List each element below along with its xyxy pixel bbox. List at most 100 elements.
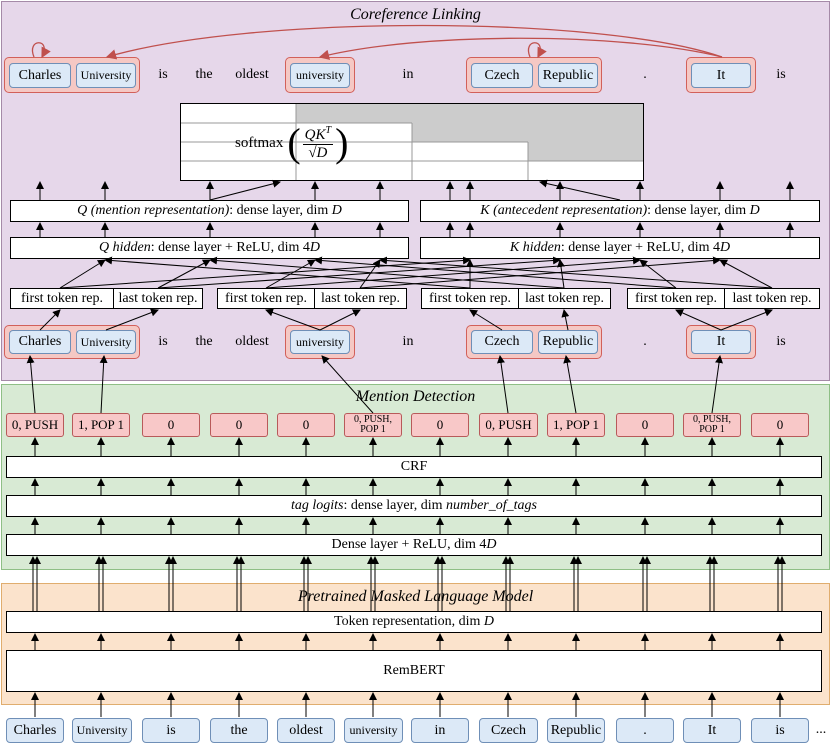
- arrow: [539, 179, 621, 201]
- input-token: in: [411, 718, 469, 743]
- token-chip: University: [76, 63, 136, 88]
- input-token: Republic: [547, 718, 605, 743]
- mention-detection-title: Mention Detection: [355, 388, 476, 405]
- input-token: .: [616, 718, 674, 743]
- arrow: [675, 309, 722, 331]
- word-label: .: [643, 334, 647, 349]
- self-loop-arc: [31, 42, 51, 59]
- arrow: [105, 308, 159, 331]
- rembert-model: RemBERT: [6, 650, 822, 692]
- token-chip: Charles: [9, 63, 71, 88]
- arrow: [26, 355, 36, 414]
- arrow: [39, 309, 61, 331]
- arrow: [157, 256, 561, 289]
- tag-box: 0: [277, 413, 335, 437]
- last-token-rep-box: last token rep.: [314, 288, 407, 309]
- input-token: is: [142, 718, 200, 743]
- last-token-rep-box: last token rep.: [724, 288, 820, 309]
- first-token-rep-box: first token rep.: [421, 288, 519, 309]
- token-chip: Republic: [538, 63, 598, 88]
- word-label: .: [643, 67, 647, 82]
- input-token: It: [683, 718, 741, 743]
- word-label: oldest: [235, 67, 269, 82]
- arrow: [209, 256, 565, 289]
- arrow: [321, 355, 374, 414]
- arrow: [469, 309, 503, 331]
- k-representation-layer: K (antecedent representation): dense lay…: [420, 200, 820, 222]
- last-token-rep-box: last token rep.: [518, 288, 611, 309]
- word-label: is: [158, 334, 168, 349]
- token-chip: Republic: [538, 330, 598, 354]
- tag-box: 0: [142, 413, 200, 437]
- token-chip: university: [290, 63, 350, 88]
- word-label: oldest: [235, 334, 269, 349]
- arrow: [59, 256, 471, 289]
- tag-box: 0, PUSH: [6, 413, 64, 437]
- pretrained-model-title: Pretrained Masked Language Model: [297, 588, 534, 605]
- token-chip: University: [76, 330, 136, 354]
- crf-layer: CRF: [6, 456, 822, 478]
- tag-box: 0: [411, 413, 469, 437]
- tag-box: 1, POP 1: [547, 413, 605, 437]
- coreference-linking-title: Coreference Linking: [350, 6, 481, 23]
- tag-box: 0, PUSH: [479, 413, 538, 437]
- token-representation-layer: Token representation, dim D: [6, 611, 822, 633]
- word-label: in: [402, 67, 414, 82]
- arrow: [314, 256, 677, 289]
- first-token-rep-box: first token rep.: [627, 288, 725, 309]
- arrow: [497, 355, 509, 414]
- arrow: [711, 355, 723, 414]
- tag-box: 0: [751, 413, 809, 437]
- softmax-formula: softmax ( QKT √D ): [235, 120, 375, 166]
- token-chip: university: [290, 330, 350, 354]
- fraction: QKT √D: [302, 124, 334, 161]
- token-chip: Charles: [9, 330, 71, 354]
- arrow: [719, 259, 773, 289]
- tag-box: 0, PUSH, POP 1: [344, 413, 402, 437]
- arrow: [557, 259, 565, 289]
- arrow: [319, 309, 361, 331]
- tag-box: 0, PUSH, POP 1: [683, 413, 741, 437]
- token-chip: Czech: [471, 330, 533, 354]
- arrow: [265, 256, 641, 289]
- tag-box: 0: [210, 413, 268, 437]
- word-label: in: [402, 334, 414, 349]
- token-chip: It: [691, 63, 751, 88]
- input-token: University: [72, 718, 132, 743]
- input-token: the: [210, 718, 268, 743]
- arrow: [639, 259, 677, 289]
- arrow: [209, 179, 281, 201]
- input-token: Charles: [6, 718, 64, 743]
- arrow: [157, 259, 211, 289]
- ellipsis: ...: [815, 722, 827, 737]
- arrow: [379, 256, 773, 289]
- arrow: [720, 308, 773, 331]
- q-representation-layer: Q (mention representation): dense layer,…: [10, 200, 409, 222]
- arrow: [99, 355, 108, 414]
- arrow: [265, 308, 321, 331]
- arrow: [561, 309, 570, 331]
- tag-box: 0: [616, 413, 674, 437]
- tag-box: 1, POP 1: [72, 413, 130, 437]
- input-token: Czech: [479, 718, 538, 743]
- arrow: [59, 259, 106, 289]
- softmax-label: softmax: [235, 134, 284, 151]
- attention-mask-shading: [181, 104, 643, 180]
- input-token: is: [751, 718, 809, 743]
- coref-arc: [318, 37, 723, 60]
- word-label: is: [158, 67, 168, 82]
- arrow: [104, 256, 471, 289]
- arrow: [359, 256, 721, 289]
- word-label: the: [195, 334, 213, 349]
- self-loop-arc: [527, 42, 547, 59]
- token-chip: Czech: [471, 63, 533, 88]
- last-token-rep-box: last token rep.: [113, 288, 203, 309]
- input-token: university: [344, 718, 403, 743]
- word-label: is: [776, 67, 786, 82]
- arrow: [563, 355, 577, 414]
- input-token: oldest: [277, 718, 335, 743]
